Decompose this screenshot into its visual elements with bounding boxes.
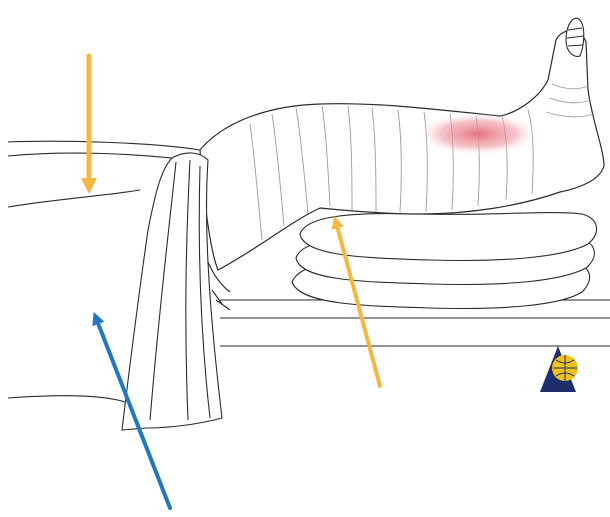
- pressure-area-highlight: [416, 112, 540, 156]
- publisher-logo-icon: [540, 346, 578, 392]
